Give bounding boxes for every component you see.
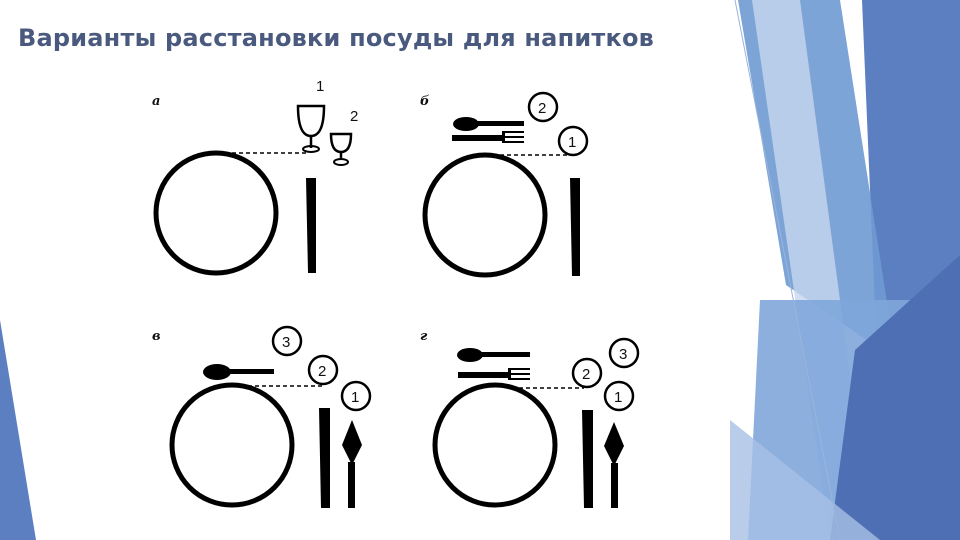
plate: [422, 152, 548, 278]
number-label: 2: [318, 363, 326, 380]
panel-label: а: [152, 94, 160, 109]
panel-label: б: [420, 94, 430, 109]
plate: [153, 150, 279, 276]
small-glass: [329, 132, 353, 166]
knife: [570, 178, 580, 276]
panel-c: в 3 2 1: [152, 325, 372, 508]
wine-glass: [296, 104, 326, 153]
knife: [319, 408, 330, 508]
number-label: 1: [614, 389, 622, 406]
number-label: 1: [316, 78, 324, 95]
number-label: 3: [282, 334, 290, 351]
dessert-fork: [452, 131, 524, 143]
number-label: 1: [568, 134, 576, 151]
glass-circle: [571, 357, 603, 389]
panel-d: г 3 2 1: [420, 329, 640, 508]
slide-title: Варианты расстановки посуды для напитков: [18, 24, 655, 52]
glass-circle: [527, 91, 559, 123]
plate: [432, 382, 558, 508]
panel-label: в: [152, 329, 161, 344]
plate: [169, 382, 295, 508]
glass-circle: [603, 380, 635, 412]
panel-a: а 1 2: [152, 78, 358, 276]
number-label: 2: [538, 100, 546, 117]
glass-circle: [271, 325, 303, 357]
deco-shape-bottom-light: [730, 420, 880, 540]
dessert-spoon: [453, 117, 524, 131]
deco-line: [734, 0, 841, 540]
panel-b: б 2 1: [420, 91, 589, 278]
fish-knife: [342, 420, 362, 508]
glass-circle: [340, 380, 372, 412]
dessert-fork: [458, 368, 530, 380]
number-label: 2: [350, 108, 358, 125]
panel-label: г: [420, 329, 428, 344]
glass-circle: [608, 337, 640, 369]
dessert-spoon: [203, 364, 274, 380]
knife: [582, 410, 593, 508]
deco-shape-bottom-dark: [830, 255, 960, 540]
glass-circle: [557, 125, 589, 157]
deco-shape-left: [0, 320, 36, 540]
number-label: 2: [582, 366, 590, 383]
number-label: 1: [351, 389, 359, 406]
knife: [306, 178, 316, 273]
fish-knife: [604, 422, 624, 508]
number-label: 3: [619, 346, 627, 363]
dessert-spoon: [457, 348, 530, 362]
glass-circle: [307, 354, 339, 386]
